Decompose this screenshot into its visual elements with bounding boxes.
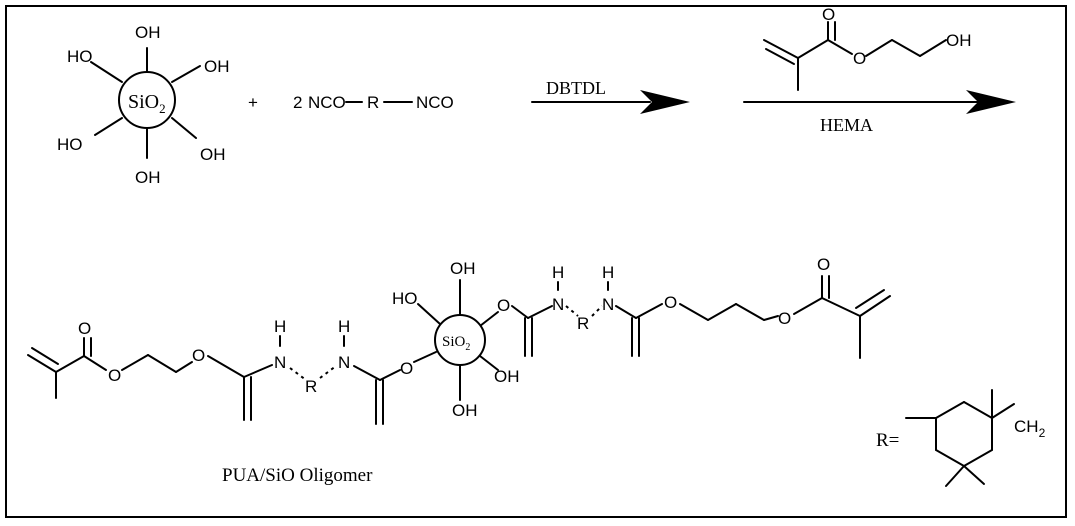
diisocyanate-r: R xyxy=(367,93,379,112)
hydroxyl-lower-left: HO xyxy=(57,135,83,154)
diisocyanate-reactant: 2 NCO R NCO xyxy=(293,93,454,112)
product-ether-o-left: O xyxy=(192,346,205,365)
product-ester-o-left: O xyxy=(108,366,121,385)
silica-reactant: SiO2 OH HO OH HO OH OH xyxy=(57,23,230,187)
hema-terminal-oh: OH xyxy=(946,31,972,50)
product-urethane-n-3: N xyxy=(552,295,564,314)
hydroxyl-lower-right: OH xyxy=(200,145,226,164)
product-urethane-n-2: N xyxy=(338,353,350,372)
hema-carbonyl-o: O xyxy=(822,5,835,24)
scheme-frame xyxy=(5,5,1067,518)
silica-label: SiO2 xyxy=(128,91,166,116)
isocyanate-left: NCO xyxy=(308,93,346,112)
product-urethane-h-1: H xyxy=(274,317,286,336)
reagent-label: HEMA xyxy=(820,115,873,135)
reaction-arrow-2: HEMA xyxy=(743,90,1016,135)
product-urethane-h-3: H xyxy=(552,263,564,282)
product-hydroxyl-bottom: OH xyxy=(452,401,478,420)
product-carbonyl-o-left: O xyxy=(78,319,91,338)
hydroxyl-upper-right: OH xyxy=(204,57,230,76)
product-hydroxyl-top: OH xyxy=(450,259,476,278)
product-ether-o-4: O xyxy=(664,293,677,312)
r-group-ch2: CH2 xyxy=(1014,417,1046,440)
hema-ester-o: O xyxy=(853,49,866,68)
product-silica-particle xyxy=(434,314,486,366)
r-group-structure: R= CH2 xyxy=(876,389,1046,487)
r-group-label: R= xyxy=(876,430,899,451)
hema-structure: O O OH xyxy=(763,5,972,91)
product-r-left: R xyxy=(305,377,317,396)
product-hydroxyl-right: OH xyxy=(494,367,520,386)
hydroxyl-top: OH xyxy=(135,23,161,42)
product-ether-o-3: O xyxy=(497,296,510,315)
product-urethane-n-1: N xyxy=(274,353,286,372)
catalyst-label: DBTDL xyxy=(546,78,606,98)
product-structure: O O O N H R N H O SiO2 OH HO OH xyxy=(27,255,891,425)
silica-particle xyxy=(118,71,176,129)
product-hydroxyl-left: HO xyxy=(392,289,418,308)
product-caption: PUA/SiO Oligomer xyxy=(222,465,373,486)
hydroxyl-bottom: OH xyxy=(135,168,161,187)
product-silica-label: SiO2 xyxy=(442,334,470,353)
hydroxyl-upper-left: HO xyxy=(67,47,93,66)
product-ether-o-2: O xyxy=(400,359,413,378)
diisocyanate-coefficient: 2 xyxy=(293,93,302,112)
isocyanate-right: NCO xyxy=(416,93,454,112)
product-urethane-h-2: H xyxy=(338,317,350,336)
product-urethane-h-4: H xyxy=(602,263,614,282)
product-carbonyl-o-right: O xyxy=(817,255,830,274)
plus-sign: + xyxy=(248,93,258,112)
reaction-arrow-1: DBTDL xyxy=(531,78,690,114)
product-ester-o-right: O xyxy=(778,309,791,328)
product-urethane-n-4: N xyxy=(602,295,614,314)
product-r-right: R xyxy=(577,314,589,333)
